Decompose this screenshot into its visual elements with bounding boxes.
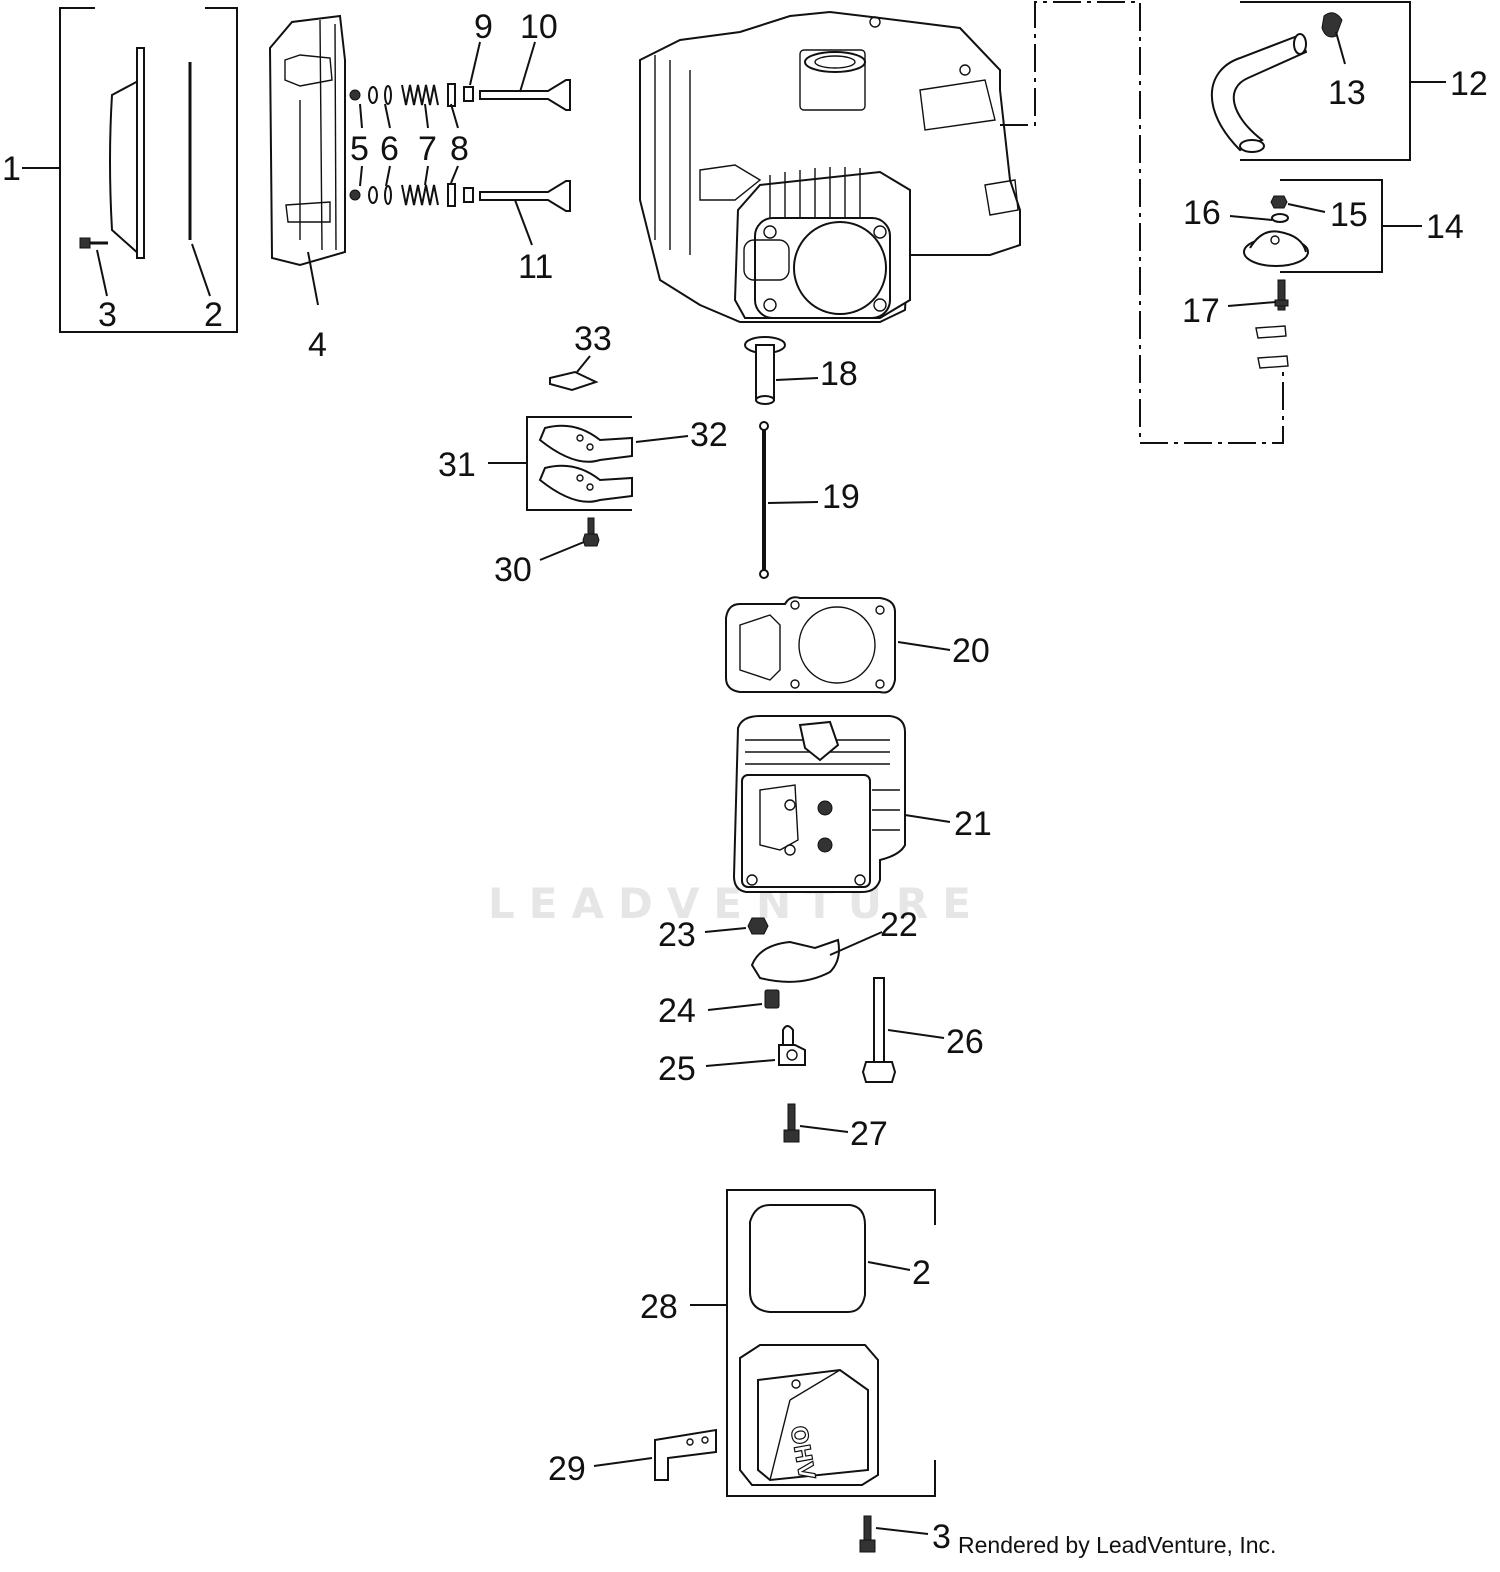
callout-18: 18 (820, 355, 858, 393)
part-cover-bracket[interactable] (654, 1428, 717, 1481)
callout-1: 1 (2, 150, 21, 188)
callout-19: 19 (822, 478, 860, 516)
callout-16: 16 (1183, 194, 1221, 232)
callout-14: 14 (1426, 208, 1464, 246)
part-breather-washer[interactable] (1271, 213, 1289, 223)
group-12-bracket (1240, 1, 1446, 161)
part-breather-hose[interactable] (1210, 33, 1308, 153)
group-1-bracket (22, 7, 238, 333)
callout-17: 17 (1182, 292, 1220, 330)
watermark-text: LEADVENTURE (488, 879, 985, 928)
callout-12: 12 (1450, 65, 1488, 103)
part-air-baffle[interactable] (750, 938, 840, 983)
part-valve-cover-gasket[interactable] (749, 1204, 866, 1313)
callout-11: 11 (518, 248, 553, 286)
cover-ohv-text: OHV (785, 1424, 819, 1482)
callout-25: 25 (658, 1050, 696, 1088)
callout-4: 4 (308, 326, 327, 364)
part-push-rod-guide[interactable] (744, 336, 786, 405)
part-valve-cover-side[interactable] (109, 47, 145, 259)
callout-3a: 3 (98, 296, 117, 334)
part-bracket-25[interactable] (778, 1025, 806, 1066)
callout-28: 28 (640, 1288, 678, 1326)
part-cylinder-head-side[interactable] (268, 14, 346, 267)
part-rocker-arms[interactable] (538, 424, 633, 503)
group-28-bracket (690, 1189, 936, 1497)
callout-33: 33 (574, 320, 612, 358)
part-breather-cover[interactable] (1243, 230, 1309, 267)
part-valve-guide[interactable] (463, 86, 474, 203)
callout-24: 24 (658, 992, 696, 1030)
callout-21: 21 (954, 805, 992, 843)
part-screw-3a[interactable] (79, 237, 108, 249)
part-hose-clamp[interactable] (1321, 12, 1343, 38)
part-spring-24[interactable] (764, 989, 780, 1009)
callout-23: 23 (658, 916, 696, 954)
callout-29: 29 (548, 1450, 586, 1488)
callout-13: 13 (1328, 74, 1366, 112)
callout-31: 31 (438, 446, 476, 484)
callout-7: 7 (418, 130, 437, 168)
callout-8: 8 (450, 130, 469, 168)
callout-15: 15 (1330, 196, 1368, 234)
callout-6: 6 (380, 130, 399, 168)
group-14-bracket (1280, 179, 1422, 273)
part-rocker-screw[interactable] (582, 517, 600, 547)
group-31-bracket (488, 416, 632, 511)
part-intake-valve[interactable] (479, 79, 571, 111)
part-valve-retainers[interactable] (368, 85, 392, 205)
part-exhaust-valve[interactable] (479, 180, 571, 212)
callout-10: 10 (520, 8, 558, 46)
callout-27: 27 (850, 1115, 888, 1153)
part-cylinder-head[interactable] (732, 715, 906, 893)
part-head-bolt[interactable] (861, 977, 897, 1083)
part-breather-stud[interactable] (1274, 279, 1289, 311)
part-valve-keepers[interactable] (349, 89, 361, 201)
callout-labels: 1 2 3 4 5 6 7 8 9 10 11 12 13 14 15 16 1… (2, 8, 1488, 1556)
part-valve-springs[interactable] (401, 84, 439, 206)
callout-30: 30 (494, 551, 532, 589)
callout-26: 26 (946, 1023, 984, 1061)
part-nut-23[interactable] (747, 917, 769, 935)
part-head-gasket[interactable] (725, 596, 896, 694)
callout-5: 5 (350, 130, 369, 168)
part-breather-nut[interactable] (1270, 195, 1288, 209)
part-crankcase (639, 10, 1021, 323)
part-screw-27[interactable] (783, 1103, 800, 1143)
callout-2a: 2 (204, 296, 223, 334)
part-valve-cover[interactable]: OHV (739, 1344, 879, 1486)
callout-32: 32 (690, 416, 728, 454)
part-breather-clips[interactable] (1255, 325, 1289, 369)
callout-9: 9 (474, 8, 493, 46)
callout-22: 22 (880, 906, 918, 944)
part-screw-3b[interactable] (859, 1515, 876, 1553)
reference-dashed-line (1000, 1, 1284, 444)
credit-text: Rendered by LeadVenture, Inc. (958, 1532, 1276, 1558)
callout-3b: 3 (932, 1518, 951, 1556)
callout-20: 20 (952, 632, 990, 670)
part-rocker-block[interactable] (549, 370, 599, 392)
callout-2b: 2 (912, 1254, 931, 1292)
part-push-rod[interactable] (759, 421, 769, 579)
